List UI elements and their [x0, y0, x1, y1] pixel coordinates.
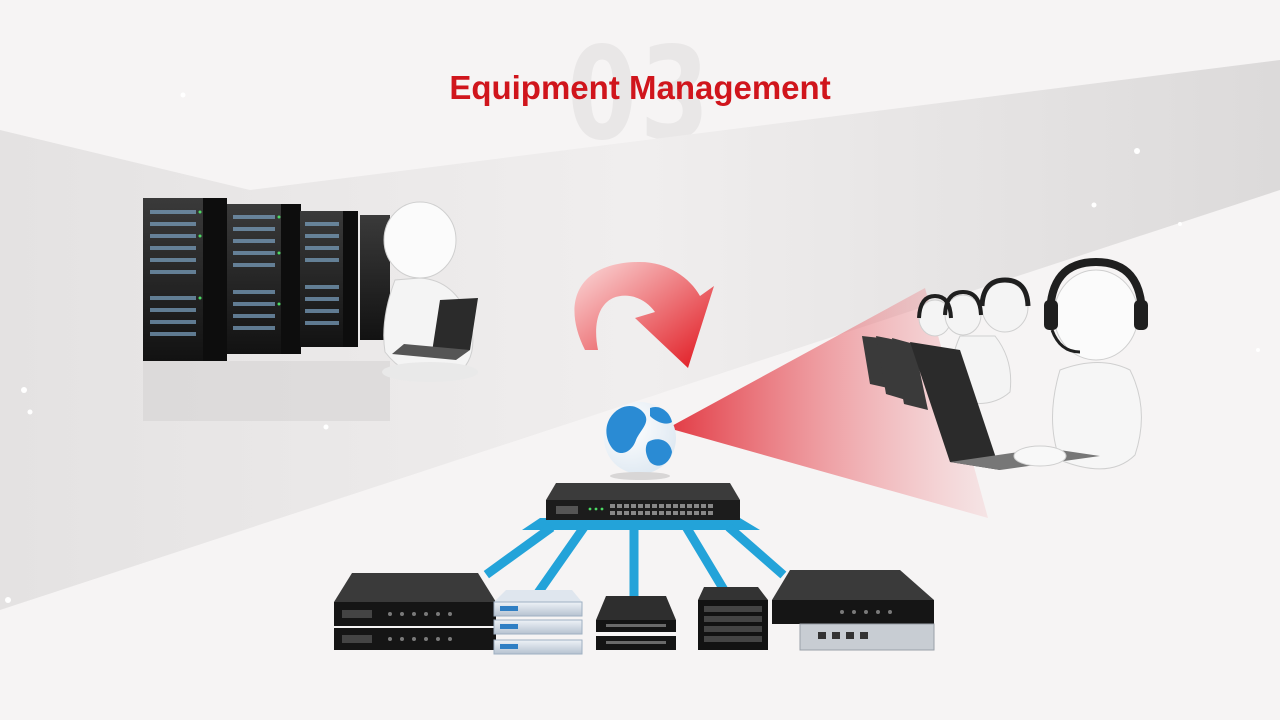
call-center-operators-icon	[862, 257, 1148, 470]
globe-icon	[604, 402, 676, 480]
curved-arrow-icon	[574, 262, 714, 368]
sparkle-dots	[5, 92, 1260, 603]
firewall-appliance-icon	[772, 570, 935, 651]
server-rack-icon	[143, 198, 390, 421]
storage-chassis-icon	[698, 587, 768, 650]
slide-title: Equipment Management	[449, 69, 831, 106]
connector-lines	[483, 523, 787, 600]
network-switch-icon	[546, 483, 740, 520]
blade-server-stack-icon	[493, 590, 583, 655]
rack-appliance-icon	[334, 573, 496, 650]
router-icon	[596, 596, 676, 650]
background-band	[0, 60, 1280, 610]
person-with-laptop-icon	[382, 201, 478, 382]
